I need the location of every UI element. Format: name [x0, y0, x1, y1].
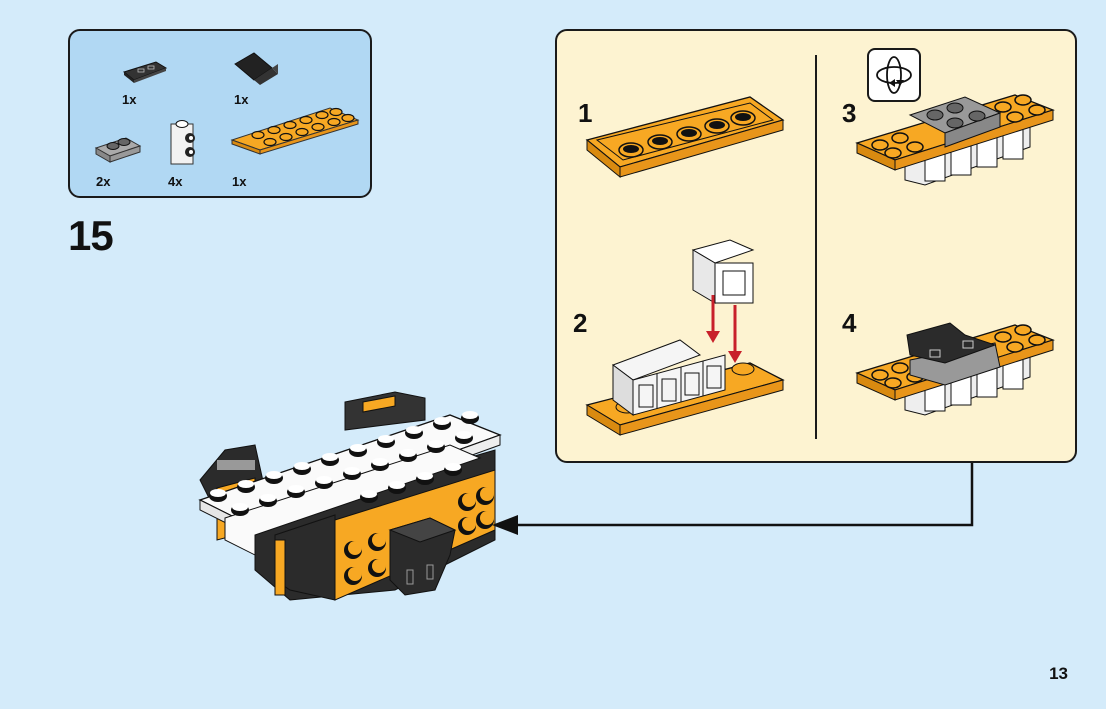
part-black-tile — [122, 61, 168, 83]
callout-arrow — [492, 462, 974, 535]
step-number: 15 — [68, 212, 114, 259]
panel-divider — [815, 55, 817, 439]
part-gray-plate — [94, 137, 142, 163]
sub-step-number: 4 — [842, 308, 857, 338]
part-orange-plate — [230, 107, 360, 155]
main-model-illustration — [198, 391, 502, 601]
sub-step-2-illustration — [585, 239, 785, 436]
part-quantity: 1x — [122, 92, 137, 107]
part-white-brick-side-studs — [170, 120, 195, 165]
sub-step-3-illustration — [855, 94, 1055, 186]
sub-step-number: 3 — [842, 98, 857, 128]
page-number: 13 — [1049, 664, 1068, 683]
part-black-slope — [234, 52, 278, 85]
sub-step-4-illustration — [855, 322, 1055, 416]
rotate-model-icon — [867, 48, 921, 102]
sub-step-number: 2 — [573, 308, 588, 338]
part-quantity: 1x — [234, 92, 249, 107]
sub-step-number: 1 — [578, 98, 593, 128]
part-quantity: 4x — [168, 174, 183, 189]
part-quantity: 1x — [232, 174, 247, 189]
sub-step-1-illustration — [585, 96, 785, 179]
part-quantity: 2x — [96, 174, 111, 189]
